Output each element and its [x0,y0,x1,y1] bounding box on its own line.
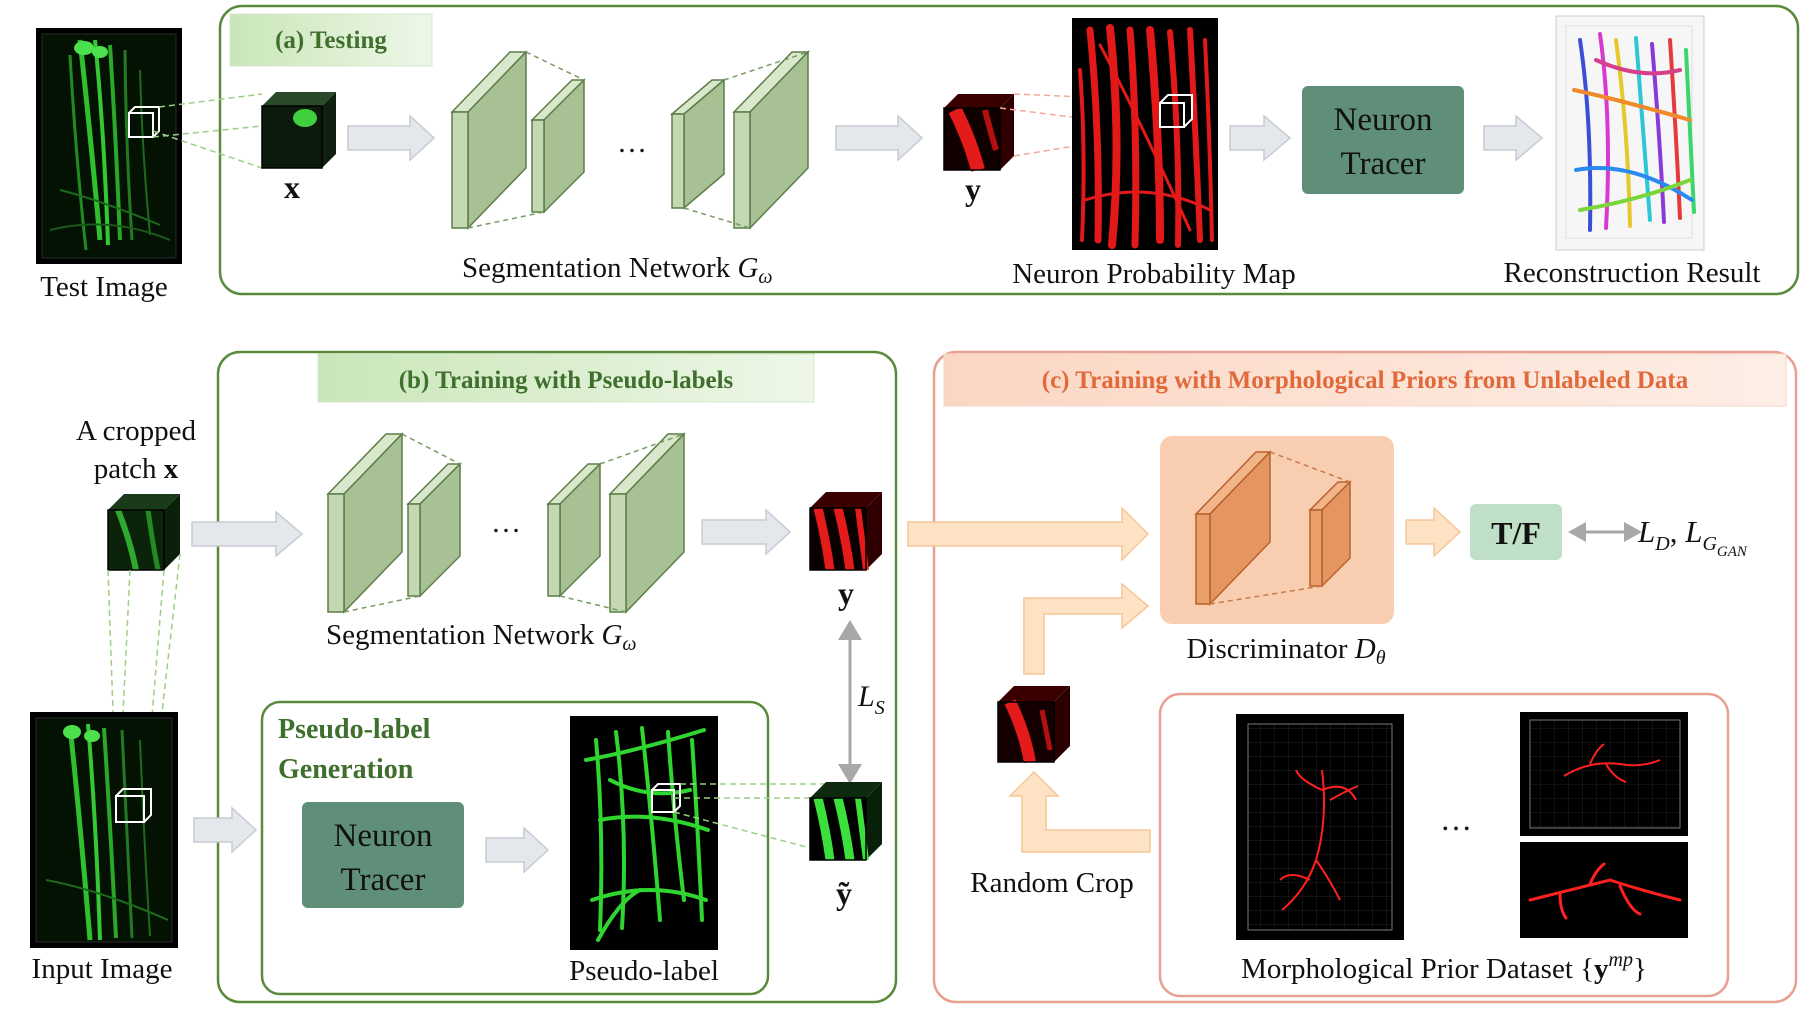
cropped-patch-cube [107,494,180,571]
ellipsis-training: … [491,506,521,539]
y-tilde-label: ỹ [836,875,852,911]
x-cube-testing [261,92,336,169]
loss-label: LD, LGGAN [1637,514,1748,560]
x-label-testing: x [284,169,300,205]
y-label-testing: y [965,171,981,207]
arrow-dataset-to-crop [1008,770,1151,853]
random-crop-label: Random Crop [970,867,1134,899]
test-image-label: Test Image [40,271,168,303]
prob-map-label: Neuron Probability Map [1012,258,1296,290]
arrow-y-to-discriminator [907,506,1150,562]
pseudo-label-image [570,716,718,950]
zoom-lines-pseudolabel [673,783,826,849]
test-image [36,28,182,264]
discriminator-label: Discriminator Dθ [1186,633,1385,669]
arrow-crop-to-discriminator [1023,582,1150,675]
prior-dataset-box [1158,692,1730,998]
ellipsis-testing: … [617,126,647,159]
arrow-network-to-y-training [701,508,792,556]
testing-title: (a) Testing [275,27,387,54]
y-tilde-cube [809,782,882,861]
svg-text:Neuron: Neuron [334,818,433,854]
svg-text:Neuron: Neuron [1334,102,1433,138]
testing-title-box [229,13,433,67]
ellipsis-prior: … [1440,801,1472,837]
pseudo-label-generation-box: Pseudo-label Generation [260,700,770,996]
svg-text:Tracer: Tracer [341,862,426,898]
arrow-discriminator-to-tf [1405,506,1462,558]
priors-title: (c) Training with Morphological Priors f… [1042,367,1689,394]
tf-loss-double-arrow [1568,522,1642,542]
segmentation-network-testing [450,50,810,230]
prior-image-small-bottom [1520,842,1688,938]
panel-morphological-priors: (c) Training with Morphological Priors f… [932,350,1798,1004]
input-image [30,712,178,948]
generation-title-line2: Generation [278,754,414,785]
arrow-probmap-to-tracer [1229,114,1292,162]
cropped-line1: A cropped [76,415,196,447]
prior-image-small-top [1520,712,1688,836]
cropped-line2: patch x [94,453,179,485]
ls-double-arrow [838,620,862,784]
discriminator [1160,436,1394,624]
arrow-x-to-network [347,114,436,162]
panel-testing: (a) Testing [218,4,1800,296]
reconstruction-result [1555,15,1705,251]
neuron-tracer-testing: Neuron Tracer [1302,86,1464,194]
input-image-label: Input Image [32,953,173,985]
random-crop-cube [997,686,1070,764]
recon-label: Reconstruction Result [1504,257,1761,289]
pseudo-title: (b) Training with Pseudo-labels [399,367,734,394]
neuron-tracer-training: Neuron Tracer [302,802,464,908]
arrow-patch-to-network [191,510,304,558]
arrow-network-to-y [835,114,924,162]
ls-label: LS [857,680,885,719]
seg-network-label-testing: Segmentation Network Gω [462,252,773,288]
arrow-tracer-to-pseudolabel [485,826,550,874]
pseudo-label-label: Pseudo-label [569,955,719,987]
svg-text:Tracer: Tracer [1341,146,1426,182]
tf-box: T/F [1470,504,1562,560]
arrow-input-to-generation [193,806,258,854]
svg-text:T/F: T/F [1491,515,1541,551]
prior-image-large [1236,714,1404,940]
seg-network-label-training: Segmentation Network Gω [326,619,637,655]
arrow-tracer-to-recon [1483,114,1544,162]
y-cube-testing [943,94,1014,172]
segmentation-network-training [326,432,686,614]
y-cube-training [809,492,882,571]
prior-dataset-label: Morphological Prior Dataset {ymp} [1241,949,1647,985]
generation-title-line1: Pseudo-label [278,714,431,745]
neuron-probability-map [1072,18,1218,250]
y-label-training: y [838,575,854,611]
panel-pseudo-labels: (b) Training with Pseudo-labels [216,350,898,1004]
zoom-lines-test [152,93,263,169]
